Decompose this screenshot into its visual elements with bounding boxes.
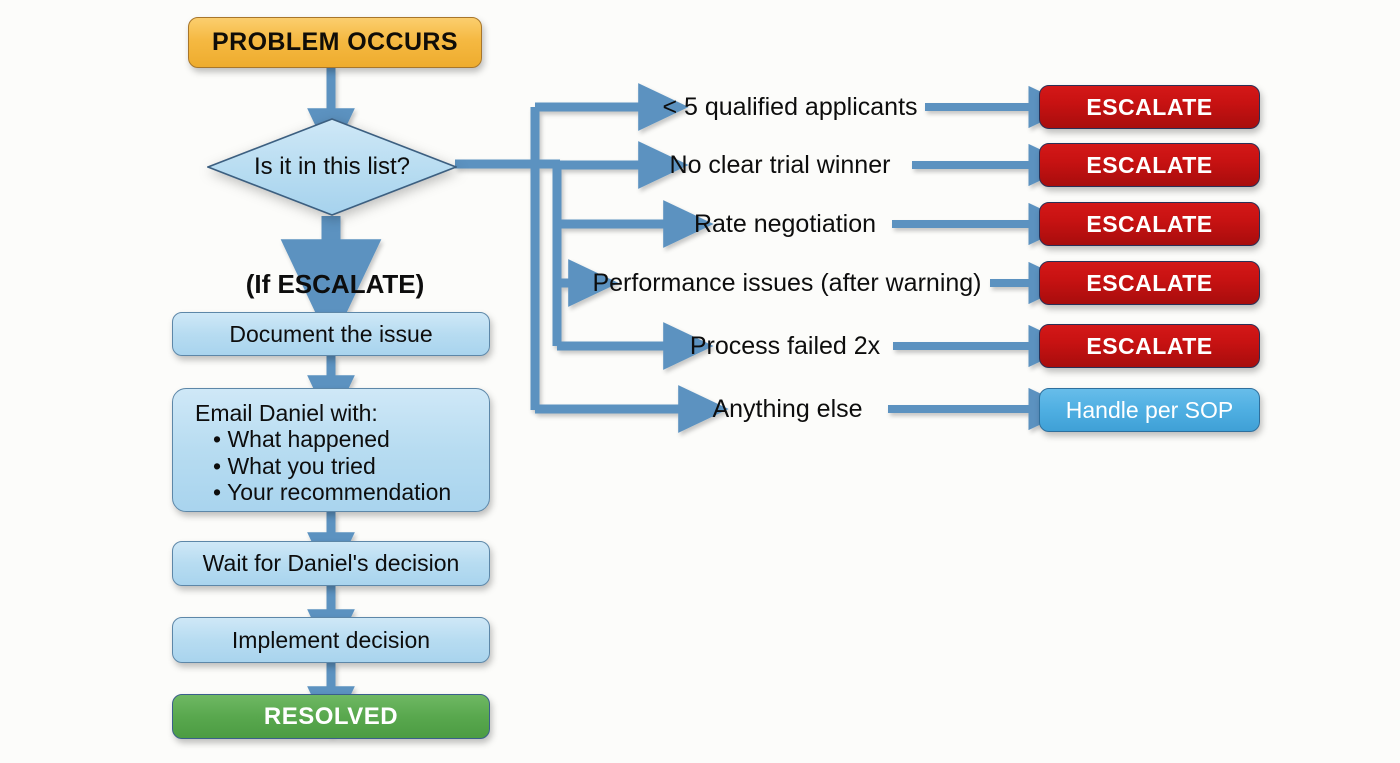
node-document-the-issue[interactable]: Document the issue <box>172 312 490 356</box>
outcome-label: ESCALATE <box>1086 93 1213 120</box>
node-email-daniel-with[interactable]: Email Daniel with: • What happened • Wha… <box>172 388 490 512</box>
node-wait-for-daniels-decision[interactable]: Wait for Daniel's decision <box>172 541 490 586</box>
decision-diamond-shape <box>205 118 459 216</box>
outcome-label: ESCALATE <box>1086 332 1213 359</box>
node-label: Wait for Daniel's decision <box>202 550 460 577</box>
outcome-node-escalate-5[interactable]: ESCALATE <box>1039 324 1260 368</box>
outcome-node-handle-per-sop[interactable]: Handle per SOP <box>1039 388 1260 432</box>
email-bullet-2: • What you tried <box>213 452 376 479</box>
node-label: RESOLVED <box>263 702 399 730</box>
outcome-node-escalate-1[interactable]: ESCALATE <box>1039 85 1260 129</box>
start-node-problem-occurs[interactable]: PROBLEM OCCURS <box>188 17 482 68</box>
branch-condition-label: < 5 qualified applicants <box>662 92 918 121</box>
decision-diamond[interactable] <box>205 118 459 216</box>
node-implement-decision[interactable]: Implement decision <box>172 617 490 663</box>
branch-condition-3: Rate negotiation <box>680 208 890 240</box>
outcome-label: ESCALATE <box>1086 210 1213 237</box>
escalate-note: (If ESCALATE) <box>188 268 482 300</box>
branch-condition-label: Performance issues (after warning) <box>592 268 982 297</box>
outcome-node-escalate-4[interactable]: ESCALATE <box>1039 261 1260 305</box>
outcome-label: Handle per SOP <box>1065 396 1234 423</box>
branch-condition-label: No clear trial winner <box>669 150 891 179</box>
branch-condition-5: Process failed 2x <box>680 330 890 362</box>
decision-label-wrap: Is it in this list? <box>207 118 457 216</box>
outcome-label: ESCALATE <box>1086 269 1213 296</box>
email-heading: Email Daniel with: <box>195 400 378 426</box>
email-bullet-3: • Your recommendation <box>213 479 452 506</box>
start-node-label: PROBLEM OCCURS <box>212 28 458 57</box>
node-label: Implement decision <box>231 626 431 653</box>
outcome-label: ESCALATE <box>1086 151 1213 178</box>
branch-condition-1: < 5 qualified applicants <box>650 91 930 123</box>
branch-condition-label: Process failed 2x <box>689 331 881 360</box>
outcome-node-escalate-2[interactable]: ESCALATE <box>1039 143 1260 187</box>
escalate-note-label: (If ESCALATE) <box>245 268 425 299</box>
branch-condition-2: No clear trial winner <box>650 149 910 181</box>
decision-label: Is it in this list? <box>253 153 411 180</box>
email-bullet-1: • What happened <box>213 426 390 453</box>
branch-condition-label: Rate negotiation <box>693 209 877 238</box>
outcome-node-escalate-3[interactable]: ESCALATE <box>1039 202 1260 246</box>
branch-condition-4: Performance issues (after warning) <box>590 267 984 299</box>
node-label: Document the issue <box>229 320 433 347</box>
branch-condition-label: Anything else <box>712 394 863 423</box>
node-resolved[interactable]: RESOLVED <box>172 694 490 739</box>
branch-condition-6: Anything else <box>690 393 885 425</box>
